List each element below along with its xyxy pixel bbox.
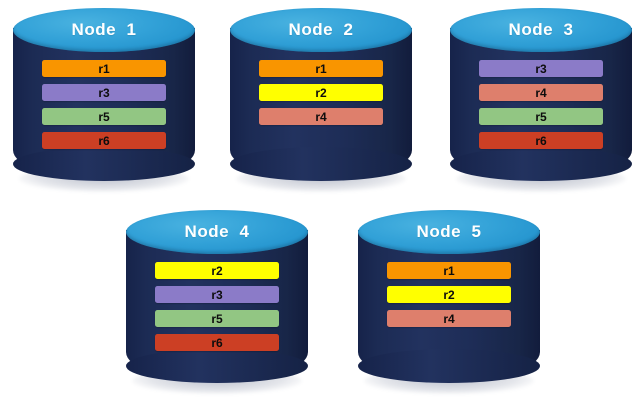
database-node-4[interactable]: Node 4 r2 r3 r5 r6 [126, 210, 308, 394]
database-node-1[interactable]: Node 1 r1 r3 r5 r6 [13, 8, 195, 192]
database-node-3[interactable]: Node 3 r3 r4 r5 r6 [450, 8, 632, 192]
cylinder-body [358, 230, 540, 383]
replica-list: r2 r3 r5 r6 [126, 262, 308, 351]
replica-bar[interactable]: r3 [42, 84, 166, 101]
cylinder-body [126, 230, 308, 383]
replica-bar[interactable]: r1 [42, 60, 166, 77]
replica-list: r1 r2 r4 [358, 262, 540, 327]
database-node-5[interactable]: Node 5 r1 r2 r4 [358, 210, 540, 394]
cylinder-body [230, 28, 412, 181]
replica-bar[interactable]: r1 [259, 60, 383, 77]
replica-bar[interactable]: r3 [479, 60, 603, 77]
node-label: Node 1 [71, 20, 137, 39]
replica-bar[interactable]: r2 [387, 286, 511, 303]
replica-bar[interactable]: r4 [259, 108, 383, 125]
replica-list: r1 r2 r4 [230, 60, 412, 125]
replica-bar[interactable]: r4 [387, 310, 511, 327]
replica-bar[interactable]: r2 [259, 84, 383, 101]
database-node-2[interactable]: Node 2 r1 r2 r4 [230, 8, 412, 192]
cylinder-top-ellipse [450, 8, 632, 52]
cylinder-body [450, 28, 632, 181]
cylinder-top-ellipse [358, 210, 540, 254]
replica-bar[interactable]: r5 [479, 108, 603, 125]
replica-bar[interactable]: r4 [479, 84, 603, 101]
replica-list: r1 r3 r5 r6 [13, 60, 195, 149]
replica-bar[interactable]: r6 [155, 334, 279, 351]
node-label: Node 3 [508, 20, 574, 39]
cylinder-top-ellipse [126, 210, 308, 254]
cylinder-top-ellipse [13, 8, 195, 52]
replica-bar[interactable]: r5 [155, 310, 279, 327]
replica-bar[interactable]: r6 [479, 132, 603, 149]
cylinder-top-ellipse [230, 8, 412, 52]
replica-bar[interactable]: r5 [42, 108, 166, 125]
node-label: Node 2 [288, 20, 354, 39]
node-label: Node 5 [416, 222, 482, 241]
cylinder-body [13, 28, 195, 181]
node-label: Node 4 [184, 222, 250, 241]
replica-list: r3 r4 r5 r6 [450, 60, 632, 149]
replica-bar[interactable]: r1 [387, 262, 511, 279]
replica-bar[interactable]: r2 [155, 262, 279, 279]
replica-bar[interactable]: r3 [155, 286, 279, 303]
replica-bar[interactable]: r6 [42, 132, 166, 149]
